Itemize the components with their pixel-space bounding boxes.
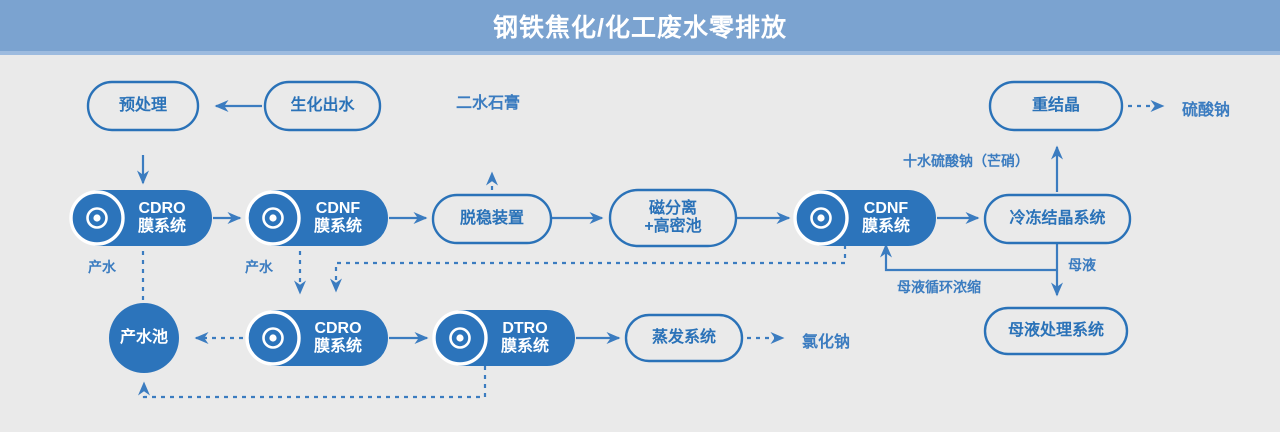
node-mother-liquor[interactable]	[983, 306, 1129, 356]
node-evaporation[interactable]	[624, 313, 744, 363]
membrane-disc-icon	[245, 310, 301, 366]
node-destabilizer[interactable]	[431, 193, 553, 245]
edge-mother-liquor-recycle-to-cdnf2	[880, 243, 1057, 272]
node-cdro-2[interactable]	[245, 310, 388, 366]
node-cdro-1[interactable]	[69, 190, 212, 246]
page-header: 钢铁焦化/化工废水零排放	[0, 0, 1280, 51]
node-cdnf-2[interactable]	[793, 190, 936, 246]
edge-dtro-to-product-pool	[138, 366, 487, 399]
flowchart-canvas: 预处理 生化出水 CDRO 膜系统 CDNF 膜系统 脱稳装置 磁分离 +高密池…	[0, 55, 1280, 432]
membrane-disc-icon	[432, 310, 488, 366]
header-underline	[0, 51, 1280, 55]
page-title: 钢铁焦化/化工废水零排放	[493, 13, 787, 42]
node-bio-effluent[interactable]	[263, 80, 382, 132]
node-pretreatment[interactable]	[86, 80, 200, 132]
node-cdnf-1[interactable]	[245, 190, 388, 246]
flowchart-svg	[69, 80, 1165, 399]
membrane-disc-icon	[245, 190, 301, 246]
membrane-disc-icon	[793, 190, 849, 246]
node-magsep[interactable]	[608, 188, 738, 248]
node-freeze-cryst[interactable]	[983, 193, 1132, 245]
node-recrystallize[interactable]	[988, 80, 1124, 132]
edges-solid	[137, 100, 1063, 344]
node-dtro[interactable]	[432, 310, 575, 366]
membrane-disc-icon	[69, 190, 125, 246]
edge-cdnf2-return-to-cdro2	[330, 245, 847, 293]
node-product-pool[interactable]	[109, 303, 179, 373]
